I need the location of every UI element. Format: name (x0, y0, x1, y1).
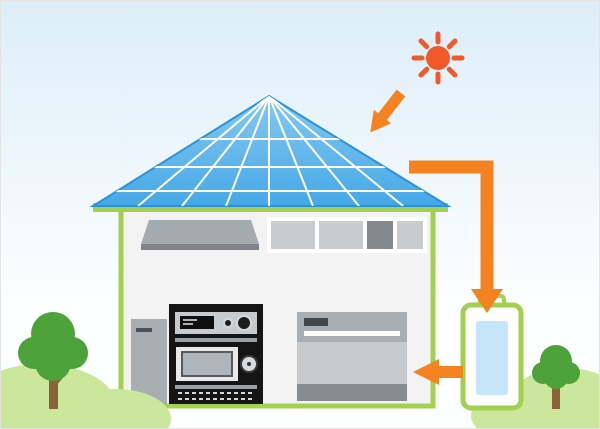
arrow-sun-to-roof (370, 89, 406, 133)
range-hood (141, 220, 259, 244)
range-hood-edge (141, 244, 259, 250)
arrow-battery-to-house (413, 359, 463, 385)
av-system (169, 304, 263, 404)
av-knob-large (236, 315, 252, 331)
roof-eave (93, 203, 448, 212)
arrow-roof-to-battery (409, 160, 503, 313)
refrigerator (131, 319, 167, 404)
dishwasher-door (297, 342, 407, 384)
dishwasher-kickplate (297, 384, 407, 401)
window-pane (397, 221, 423, 249)
dishwasher (297, 312, 407, 401)
solar-panel-roof (89, 94, 452, 212)
dishwasher-control (304, 318, 328, 326)
av-display (180, 316, 214, 329)
av-strip (175, 338, 257, 342)
microwave-window (181, 351, 233, 377)
upstairs-row (141, 217, 427, 253)
bush-left (1, 364, 171, 428)
av-knob-small (223, 318, 233, 328)
sun-icon (411, 31, 465, 85)
dishwasher-slot (304, 331, 400, 336)
window-pane-dark (367, 221, 393, 249)
tree-right (532, 345, 580, 409)
window-pane (319, 221, 363, 249)
house (118, 205, 436, 409)
refrigerator-handle (136, 328, 152, 332)
tree-left (18, 312, 88, 409)
window-pane (271, 221, 315, 249)
av-strip (175, 385, 257, 389)
storage-battery (460, 294, 524, 411)
battery-charge-level (476, 321, 508, 395)
roof-face (89, 94, 452, 207)
